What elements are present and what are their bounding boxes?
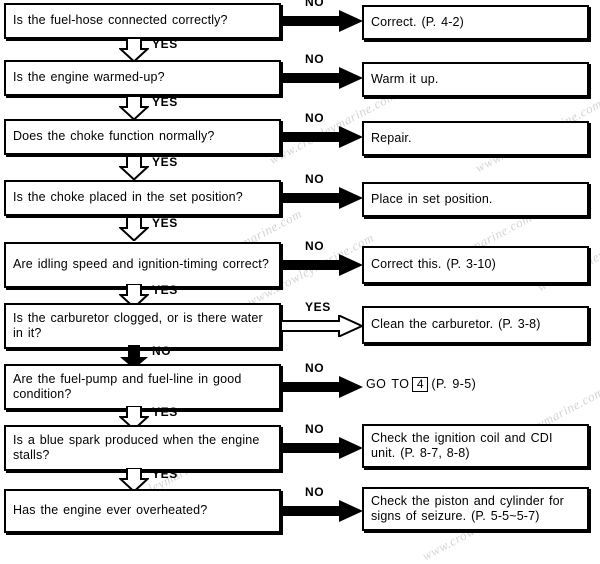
branch-label-side: NO — [305, 422, 325, 436]
question-text: Are the fuel-pump and fuel-line in good … — [13, 371, 242, 402]
question-box[interactable]: Is the fuel-hose connected correctly? — [4, 3, 281, 39]
question-text: Is the carburetor clogged, or is there w… — [13, 310, 263, 341]
question-box[interactable]: Is the choke placed in the set position? — [4, 180, 281, 216]
answer-text: Correct. (P. 4-2) — [371, 14, 464, 29]
question-text: Is the choke placed in the set position? — [13, 190, 243, 205]
branch-label-down: YES — [152, 154, 178, 169]
hollow-right-arrow-icon — [281, 315, 363, 337]
goto-page-reference: (P. 9-5) — [431, 377, 477, 391]
hollow-down-arrow-icon — [119, 95, 149, 124]
solid-right-arrow-icon — [281, 10, 363, 32]
question-box[interactable]: Are the fuel-pump and fuel-line in good … — [4, 364, 281, 410]
answer-text: Check the piston and cylinder for signs … — [371, 493, 564, 524]
branch-label-side: NO — [305, 172, 325, 186]
question-box[interactable]: Does the choke function normally? — [4, 119, 281, 155]
question-box[interactable]: Are idling speed and ignition-timing cor… — [4, 242, 281, 288]
branch-label-side: YES — [305, 300, 331, 314]
goto-prefix: GO TO — [366, 377, 410, 391]
hollow-down-arrow-icon — [119, 217, 149, 245]
branch-label-down: YES — [152, 216, 178, 230]
answer-text: Check the ignition coil and CDI unit. (P… — [371, 430, 553, 461]
question-text: Is the engine warmed-up? — [13, 70, 165, 85]
question-box[interactable]: Has the engine ever overheated? — [4, 489, 281, 533]
answer-text: Correct this. (P. 3-10) — [371, 257, 496, 272]
solid-right-arrow-icon — [281, 437, 363, 459]
question-text: Is the fuel-hose connected correctly? — [13, 13, 228, 28]
answer-box[interactable]: Repair. — [362, 121, 589, 156]
question-box[interactable]: Is a blue spark produced when the engine… — [4, 425, 281, 471]
solid-right-arrow-icon — [281, 187, 363, 209]
solid-right-arrow-icon — [281, 126, 363, 148]
branch-label-down: YES — [152, 36, 178, 51]
branch-label-down: NO — [152, 343, 172, 358]
hollow-down-arrow-icon — [119, 283, 149, 312]
answer-box[interactable]: Correct this. (P. 3-10) — [362, 246, 589, 284]
hollow-down-arrow-icon — [119, 468, 149, 496]
branch-label-side: NO — [305, 239, 325, 253]
answer-box[interactable]: Clean the carburetor. (P. 3-8) — [362, 306, 589, 344]
question-box[interactable]: Is the carburetor clogged, or is there w… — [4, 303, 281, 349]
question-text: Does the choke function normally? — [13, 129, 215, 144]
question-text: Is a blue spark produced when the engine… — [13, 432, 260, 463]
branch-label-side: NO — [305, 361, 325, 375]
branch-label-down: YES — [152, 94, 178, 109]
answer-box[interactable]: Correct. (P. 4-2) — [362, 5, 589, 40]
answer-box[interactable]: Check the ignition coil and CDI unit. (P… — [362, 424, 589, 468]
answer-text: Warm it up. — [371, 71, 439, 86]
solid-right-arrow-icon — [281, 254, 363, 276]
branch-label-down: YES — [152, 467, 178, 481]
solid-right-arrow-icon — [281, 500, 363, 522]
hollow-down-arrow-icon — [119, 37, 149, 66]
answer-box[interactable]: Check the piston and cylinder for signs … — [362, 487, 589, 531]
answer-box[interactable]: Place in set position. — [362, 182, 589, 217]
question-box[interactable]: Is the engine warmed-up? — [4, 60, 281, 96]
branch-label-side: NO — [305, 485, 325, 499]
answer-box[interactable]: Warm it up. — [362, 62, 589, 97]
branch-label-down: YES — [152, 282, 178, 297]
branch-label-side: NO — [305, 111, 325, 125]
solid-right-arrow-icon — [281, 67, 363, 89]
solid-down-arrow-icon — [119, 344, 149, 373]
answer-text: Clean the carburetor. (P. 3-8) — [371, 317, 541, 332]
goto-reference-number: 4 — [412, 376, 429, 392]
solid-right-arrow-icon — [281, 376, 363, 398]
answer-text: Place in set position. — [371, 191, 493, 206]
hollow-down-arrow-icon — [119, 155, 149, 184]
question-text: Are idling speed and ignition-timing cor… — [13, 257, 269, 272]
question-text: Has the engine ever overheated? — [13, 503, 208, 518]
branch-label-side: NO — [305, 52, 325, 66]
branch-label-down: YES — [152, 404, 178, 419]
answer-text: Repair. — [371, 130, 412, 145]
branch-label-side: NO — [305, 0, 325, 9]
hollow-down-arrow-icon — [119, 405, 149, 434]
